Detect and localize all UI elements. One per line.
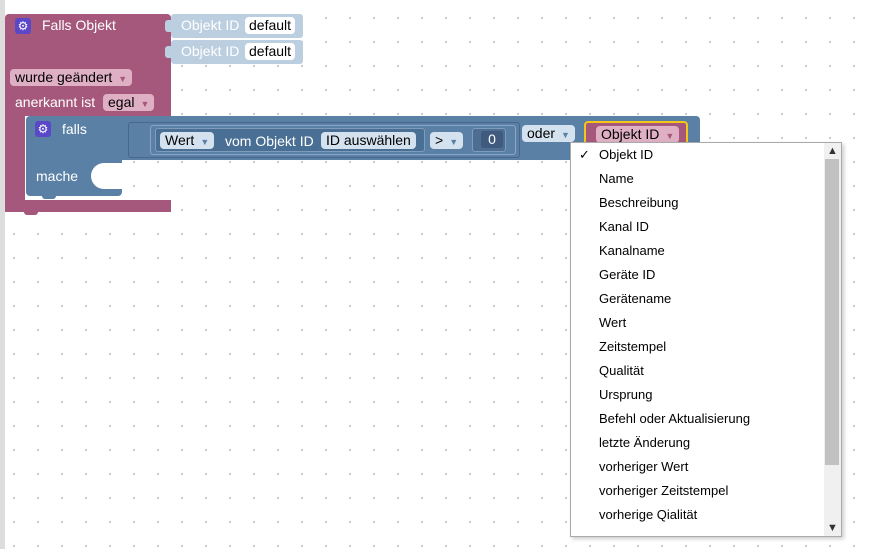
if-block-next-connector bbox=[42, 194, 56, 199]
ack-dropdown[interactable]: egal ▼ bbox=[103, 94, 155, 111]
trigger-block-bottom bbox=[5, 200, 171, 212]
dropdown-menu-item[interactable]: Geräte ID bbox=[571, 263, 825, 287]
scroll-thumb[interactable] bbox=[825, 159, 839, 465]
dropdown-menu-item[interactable]: Kanalname bbox=[571, 239, 825, 263]
object-id-block-2-connector bbox=[165, 46, 175, 58]
dropdown-menu-item[interactable]: vorheriger Wert bbox=[571, 455, 825, 479]
chevron-down-icon: ▼ bbox=[140, 99, 150, 109]
dropdown-menu-item[interactable]: Name bbox=[571, 167, 825, 191]
dropdown-menu-item-label: vorheriger Zeitstempel bbox=[599, 483, 729, 498]
dropdown-menu-item-label: Name bbox=[599, 171, 634, 186]
dropdown-menu-item[interactable]: ✓ Objekt ID bbox=[571, 143, 825, 167]
dropdown-menu-item-label: letzte Änderung bbox=[599, 435, 691, 450]
dropdown-scrollbar[interactable]: ▲ ▼ bbox=[824, 143, 841, 536]
ack-label: anerkannt ist bbox=[15, 94, 96, 110]
gear-icon[interactable]: ⚙ bbox=[35, 121, 51, 137]
dropdown-menu-item[interactable]: letzte Änderung bbox=[571, 431, 825, 455]
change-type-label: wurde geändert bbox=[15, 69, 113, 85]
change-type-dropdown[interactable]: wurde geändert ▼ bbox=[10, 69, 133, 86]
chevron-down-icon: ▼ bbox=[449, 137, 459, 147]
attribute-dropdown[interactable]: Objekt ID ▼ bbox=[596, 126, 680, 143]
object-id-value-1[interactable]: default bbox=[245, 17, 296, 34]
chevron-down-icon: ▼ bbox=[200, 137, 210, 147]
object-id-label-2: Objekt ID bbox=[181, 43, 240, 59]
dropdown-menu-item-label: Objekt ID bbox=[599, 147, 654, 162]
workspace-left-edge bbox=[0, 0, 5, 549]
attribute-label: Objekt ID bbox=[601, 126, 660, 142]
dropdown-menu-item-label: Befehl oder Aktualisierung bbox=[599, 411, 751, 426]
dropdown-menu-item[interactable]: Kanal ID bbox=[571, 215, 825, 239]
value-type-label: Wert bbox=[165, 132, 195, 148]
number-value[interactable]: 0 bbox=[481, 131, 503, 148]
chevron-down-icon: ▼ bbox=[561, 130, 570, 140]
chevron-down-icon: ▼ bbox=[118, 74, 128, 84]
dropdown-menu-item-label: Gerätename bbox=[599, 291, 672, 306]
dropdown-menu-item-label: Beschreibung bbox=[599, 195, 679, 210]
trigger-block[interactable] bbox=[5, 14, 171, 66]
chevron-down-icon: ▼ bbox=[665, 131, 675, 141]
object-id-label-1: Objekt ID bbox=[181, 17, 240, 33]
dropdown-menu-item-label: Wert bbox=[599, 315, 627, 330]
of-object-label: vom Objekt ID bbox=[225, 133, 314, 149]
trigger-block-column bbox=[5, 112, 25, 212]
dropdown-menu-item[interactable]: vorheriger Zeitstempel bbox=[571, 479, 825, 503]
if-label: falls bbox=[62, 121, 87, 137]
dropdown-menu-item-label: Zeitstempel bbox=[599, 339, 667, 354]
value-type-dropdown[interactable]: Wert ▼ bbox=[160, 132, 215, 149]
dropdown-menu-item[interactable]: Wert bbox=[571, 311, 825, 335]
or-dropdown[interactable]: oder ▼ bbox=[522, 125, 575, 142]
dropdown-menu-item[interactable]: vorherige Qialität bbox=[571, 503, 825, 527]
dropdown-menu-item[interactable]: Ursprung bbox=[571, 383, 825, 407]
gear-icon[interactable]: ⚙ bbox=[15, 18, 31, 34]
dropdown-menu-item-label: Qualität bbox=[599, 363, 644, 378]
object-id-value-2[interactable]: default bbox=[245, 43, 296, 60]
do-label: mache bbox=[36, 168, 79, 184]
dropdown-menu-item[interactable]: Zeitstempel bbox=[571, 335, 825, 359]
dropdown-menu-item[interactable]: Befehl oder Aktualisierung bbox=[571, 407, 825, 431]
dropdown-menu-item-label: vorheriger Wert bbox=[599, 459, 689, 474]
dropdown-menu-item-label: Ursprung bbox=[599, 387, 653, 402]
dropdown-menu-item-label: Kanal ID bbox=[599, 219, 649, 234]
do-statement-slot[interactable] bbox=[91, 163, 123, 189]
select-id-button[interactable]: ID auswählen bbox=[321, 132, 416, 149]
operator-dropdown[interactable]: >▼ bbox=[430, 132, 464, 149]
scroll-down-icon[interactable]: ▼ bbox=[827, 522, 838, 534]
dropdown-menu-item-label: Kanalname bbox=[599, 243, 665, 258]
operator-label: > bbox=[435, 132, 444, 148]
or-label: oder bbox=[527, 125, 556, 141]
ack-option: egal bbox=[108, 94, 135, 110]
scroll-up-icon[interactable]: ▲ bbox=[827, 145, 838, 157]
dropdown-menu-item[interactable]: Qualität bbox=[571, 359, 825, 383]
trigger-block-next-connector bbox=[24, 210, 38, 215]
trigger-title: Falls Objekt bbox=[42, 17, 116, 33]
dropdown-menu-item-label: vorherige Qialität bbox=[599, 507, 698, 522]
object-id-block-1-connector bbox=[165, 20, 175, 32]
dropdown-menu-item[interactable]: Gerätename bbox=[571, 287, 825, 311]
dropdown-menu-item[interactable]: Beschreibung bbox=[571, 191, 825, 215]
checkmark-icon: ✓ bbox=[579, 147, 590, 162]
dropdown-menu-item-label: Geräte ID bbox=[599, 267, 656, 282]
